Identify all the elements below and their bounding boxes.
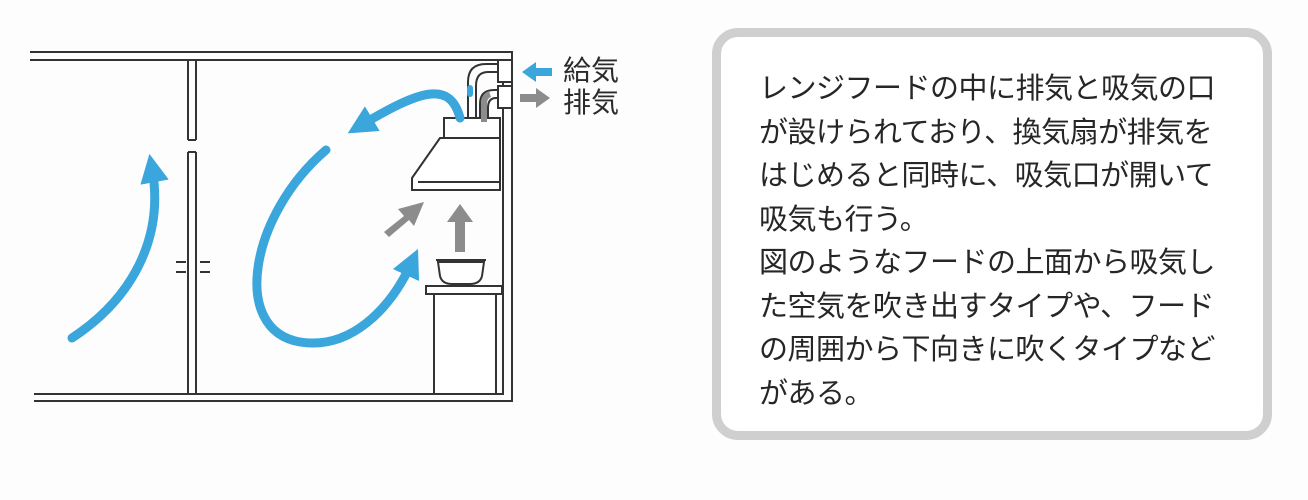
supply-arrow-left-room — [67, 153, 169, 343]
building-walls — [30, 51, 513, 402]
supply-air-flow — [67, 85, 473, 348]
description-line: はじめると同時に、吸気口が開いて — [759, 158, 1214, 192]
description-line: 吸気も行う。 — [759, 201, 929, 236]
description-line: の周囲から下向きに吹くタイプなど — [759, 332, 1216, 366]
description-line: た空気を吹き出すタイプや、フード — [759, 288, 1215, 323]
description-line: レンジフードの中に排気と吸気の口 — [759, 71, 1216, 105]
exhaust-arrow-duct — [481, 91, 492, 122]
description-box: レンジフードの中に排気と吸気の口 が設けられており、換気扇が排気を はじめると同… — [712, 28, 1272, 440]
description-line: 図のようなフードの上面から吸気し — [759, 245, 1216, 279]
ducts — [467, 59, 513, 118]
description-line: がある。 — [759, 375, 874, 410]
exhaust-arrow-up — [447, 204, 473, 252]
legend-arrows — [520, 62, 552, 108]
range-hood — [411, 117, 501, 191]
ventilation-diagram — [30, 51, 552, 402]
exhaust-air-label: 排気 — [563, 86, 620, 119]
supply-arrow-loop — [252, 145, 420, 348]
supply-legend-arrow — [522, 62, 552, 82]
exhaust-air-flow — [384, 91, 492, 252]
exhaust-legend-arrow — [520, 88, 550, 108]
supply-air-label: 給気 — [563, 54, 620, 87]
exhaust-arrow-diagonal — [384, 202, 424, 237]
kitchen-counter — [425, 259, 503, 395]
description-line: が設けられており、換気扇が排気を — [759, 114, 1213, 149]
supply-arrow-top — [347, 89, 465, 134]
